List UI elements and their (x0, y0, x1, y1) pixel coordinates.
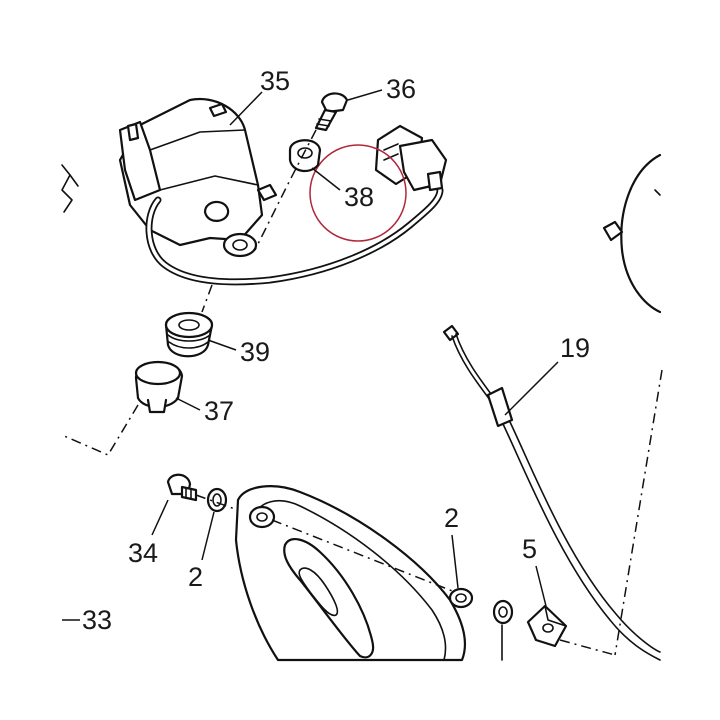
wire-harness (145, 186, 444, 286)
washer-part-38 (288, 139, 322, 173)
highlight-circle (309, 144, 407, 242)
label-34: 34 (128, 538, 158, 568)
right-side-component (602, 153, 662, 314)
leader-2-left (201, 511, 215, 561)
leader-2-right (451, 534, 459, 589)
washer-part-2-right (448, 587, 474, 609)
control-cable-part-19 (442, 324, 661, 661)
washer-part-2-left (206, 487, 228, 513)
screw-part-36 (314, 92, 349, 132)
damper-mount-part-37 (134, 360, 184, 414)
label-36: 36 (386, 74, 416, 104)
label-37: 37 (204, 396, 234, 426)
leader-5 (535, 565, 547, 607)
label-2-left: 2 (188, 562, 203, 592)
label-39: 39 (240, 337, 270, 367)
washer-near-clip (492, 599, 514, 661)
label-35: 35 (260, 66, 290, 96)
label-5: 5 (522, 534, 537, 564)
leader-39 (207, 339, 237, 351)
label-38: 38 (344, 182, 374, 212)
heat-shield-plate (234, 485, 466, 662)
label-33: 33 (82, 605, 112, 635)
bolt-part-34 (166, 473, 198, 502)
leader-37 (175, 397, 201, 411)
assembly-line-5 (559, 639, 616, 656)
servo-actuator-part-35 (118, 97, 278, 258)
leader-19 (504, 361, 559, 416)
leader-34 (151, 499, 169, 536)
label-19: 19 (560, 333, 590, 363)
leader-38 (311, 167, 341, 191)
assembly-line-right (614, 369, 663, 656)
label-2-right: 2 (444, 503, 459, 533)
electrical-connector (374, 124, 448, 192)
left-bracket-fragment (61, 164, 79, 213)
leader-36 (347, 89, 383, 101)
leader-35 (229, 91, 263, 126)
clip-nut-part-5 (526, 604, 568, 648)
assembly-line-left (61, 404, 139, 456)
assembly-line-39 (201, 284, 213, 313)
rubber-bush-part-39 (164, 311, 214, 358)
